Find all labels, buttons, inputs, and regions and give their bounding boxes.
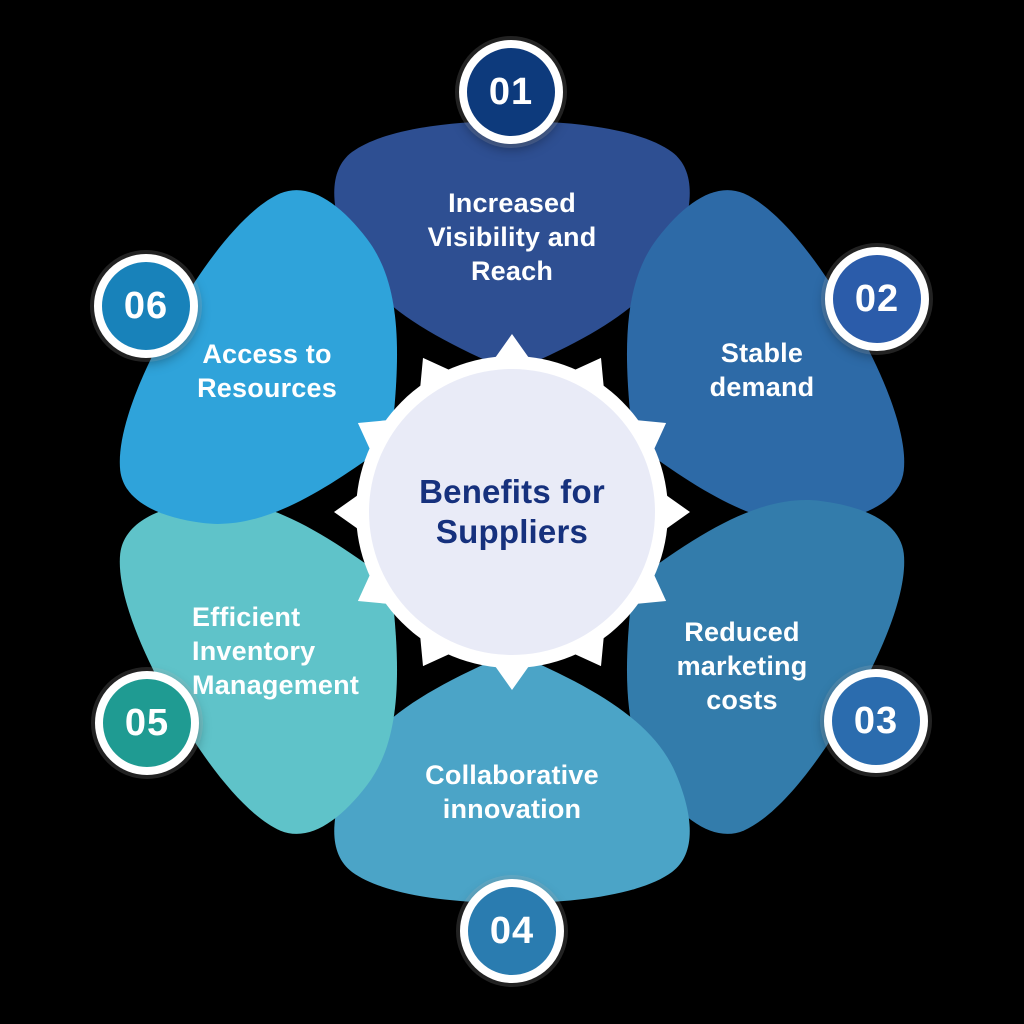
- petal-05-label: Efficient Inventory Management: [192, 602, 360, 700]
- petal-04-label: Collaborative innovation: [425, 760, 599, 824]
- badge-04: 04: [460, 879, 564, 983]
- center-title: Benefits for Suppliers: [419, 473, 605, 550]
- petal-03-shape: [627, 500, 905, 834]
- badge-03: 03: [824, 669, 928, 773]
- badge-06: 06: [94, 254, 198, 358]
- badge-02: 02: [825, 247, 929, 351]
- petal-02-shape: [627, 190, 905, 524]
- center-circle: [369, 369, 655, 655]
- petal-05-shape: [119, 500, 397, 834]
- petal-01-shape: [334, 121, 690, 372]
- petal-06-shape: [119, 190, 397, 524]
- petal-01-label: Increased Visibility and Reach: [427, 188, 597, 286]
- badge-01: 01: [459, 40, 563, 144]
- badge-05: 05: [95, 671, 199, 775]
- petal-02-label: Stable demand: [709, 338, 815, 402]
- petal-03-label: Reduced marketing costs: [676, 617, 808, 715]
- petal-04-shape: [334, 652, 690, 903]
- petal-06-label: Access to Resources: [197, 339, 337, 403]
